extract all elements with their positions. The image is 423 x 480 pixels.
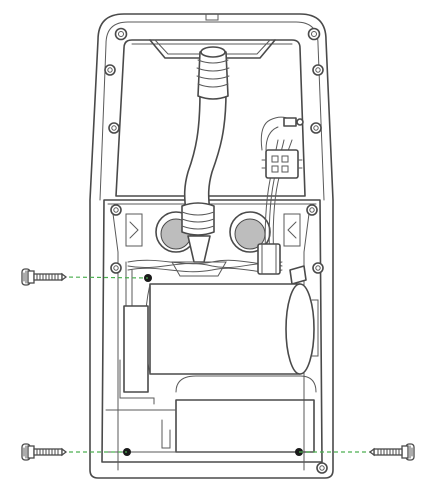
boss-right-4: [312, 262, 324, 274]
boss-left-4: [110, 262, 122, 274]
guide-lines: [61, 276, 372, 453]
screw-icon: [21, 443, 68, 461]
boss-right-3: [306, 204, 318, 216]
boss-top-left: [114, 27, 128, 41]
port-right: [229, 211, 271, 253]
cable-clip: [257, 243, 307, 285]
flexible-hose: [171, 46, 230, 277]
motor-unit: [144, 283, 319, 375]
boss-right-2: [310, 122, 322, 134]
tall-component: [119, 305, 171, 449]
boss-left-1: [104, 64, 116, 76]
mounting-bosses: [104, 27, 328, 474]
boss-right-1: [312, 64, 324, 76]
terminal-block: [261, 149, 303, 179]
screw-icon: [21, 268, 68, 286]
boss-left-2: [108, 122, 120, 134]
boss-top-right: [307, 27, 321, 41]
screw-icon: [368, 443, 415, 461]
side-brackets: [125, 213, 301, 247]
boss-left-3: [110, 204, 122, 216]
guide-line-top: [61, 276, 149, 279]
boss-bottom-right: [316, 462, 328, 474]
